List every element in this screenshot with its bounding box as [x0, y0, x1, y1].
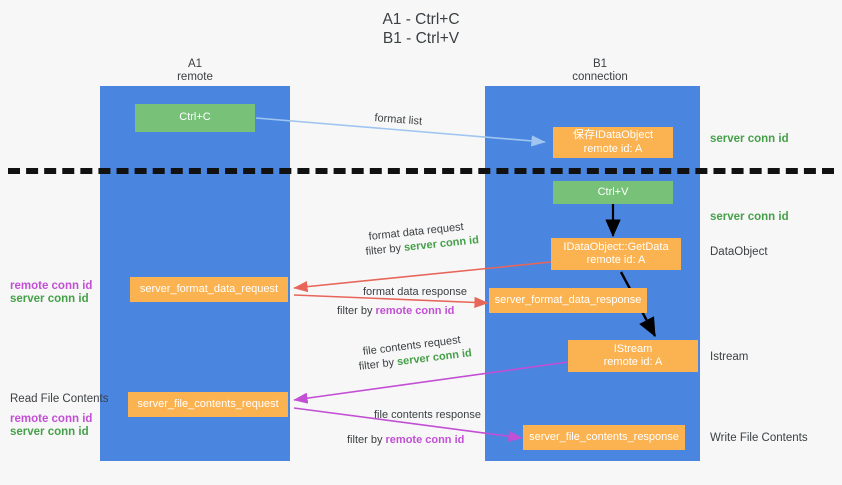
node-istream[interactable]: IStream remote id: A: [568, 340, 698, 372]
arrow-file-contents-request: [293, 361, 569, 404]
right-label-dataobject: DataObject: [710, 246, 768, 258]
filter-key-remote-conn-id-1: remote conn id: [375, 305, 455, 317]
node-ctrl-c[interactable]: Ctrl+C: [135, 104, 255, 132]
filter-key-remote-conn-id-2: remote conn id: [385, 434, 465, 446]
filter-prefix-1: filter by: [365, 241, 405, 258]
node-ctrl-v[interactable]: Ctrl+V: [553, 181, 673, 204]
lane-header-b1-line2: connection: [572, 71, 628, 83]
left-label-remote-conn-id-1: remote conn id: [10, 280, 93, 292]
node-save-idataobject-line2: remote id: A: [583, 142, 643, 155]
node-server-format-data-response[interactable]: server_format_data_response: [489, 288, 647, 313]
right-label-server-conn-id-2: server conn id: [710, 211, 789, 223]
node-ctrl-v-label: Ctrl+V: [597, 185, 629, 198]
node-server-file-contents-response[interactable]: server_file_contents_response: [523, 425, 685, 450]
lane-header-a1-line1: A1: [187, 58, 203, 70]
node-server-file-contents-request[interactable]: server_file_contents_request: [128, 392, 288, 417]
arrow-format-data-response: [293, 294, 489, 309]
flow-label-format-data-response: format data response: [363, 286, 467, 298]
node-getdata-line2: remote id: A: [586, 254, 646, 266]
title-line-2: B1 - Ctrl+V: [382, 30, 460, 47]
node-getdata-line1: IDataObject::GetData: [563, 240, 669, 253]
arrow-file-contents-response: [293, 407, 523, 442]
filter-prefix-2: filter by: [337, 305, 376, 317]
diagram-title: A1 - Ctrl+C B1 - Ctrl+V: [0, 10, 842, 48]
right-label-istream: Istream: [710, 351, 749, 363]
node-server-format-data-request[interactable]: server_format_data_request: [130, 277, 288, 302]
node-format-data-request-label: server_format_data_request: [139, 282, 279, 295]
lane-header-b1-line1: B1: [592, 58, 608, 70]
arrow-format-data-request: [293, 261, 552, 293]
phase-divider: [8, 168, 834, 174]
node-istream-line1: IStream: [613, 342, 653, 355]
filter-prefix-4: filter by: [347, 434, 386, 446]
left-label-server-conn-id-2: server conn id: [10, 426, 89, 438]
lane-header-b1: B1 connection: [500, 58, 700, 84]
right-label-write-file-contents: Write File Contents: [710, 432, 808, 444]
flow-label-file-contents-response-filter: filter by remote conn id: [347, 433, 464, 448]
left-label-remote-conn-id-2: remote conn id: [10, 413, 93, 425]
node-format-data-response-label: server_format_data_response: [494, 293, 642, 306]
node-istream-line2: remote id: A: [603, 356, 663, 368]
left-label-server-conn-id-1: server conn id: [10, 293, 89, 305]
arrow-format-list: [255, 117, 546, 147]
title-line-1: A1 - Ctrl+C: [382, 11, 460, 28]
node-file-contents-request-label: server_file_contents_request: [137, 397, 279, 410]
node-idataobject-getdata[interactable]: IDataObject::GetData remote id: A: [551, 238, 681, 270]
left-label-read-file-contents: Read File Contents: [10, 393, 109, 405]
right-label-server-conn-id-1: server conn id: [710, 133, 789, 145]
lane-header-a1-line2: remote: [177, 71, 213, 83]
flow-label-file-contents-response: file contents response: [374, 409, 482, 421]
node-save-idataobject[interactable]: 保存IDataObject remote id: A: [553, 127, 673, 158]
filter-prefix-3: filter by: [358, 356, 398, 373]
flow-label-format-data-response-filter: filter by remote conn id: [337, 304, 454, 319]
node-ctrl-c-label: Ctrl+C: [179, 111, 211, 124]
node-save-idataobject-line1: 保存IDataObject: [572, 129, 654, 141]
node-file-contents-response-label: server_file_contents_response: [529, 430, 679, 443]
lane-header-a1: A1 remote: [95, 58, 295, 84]
